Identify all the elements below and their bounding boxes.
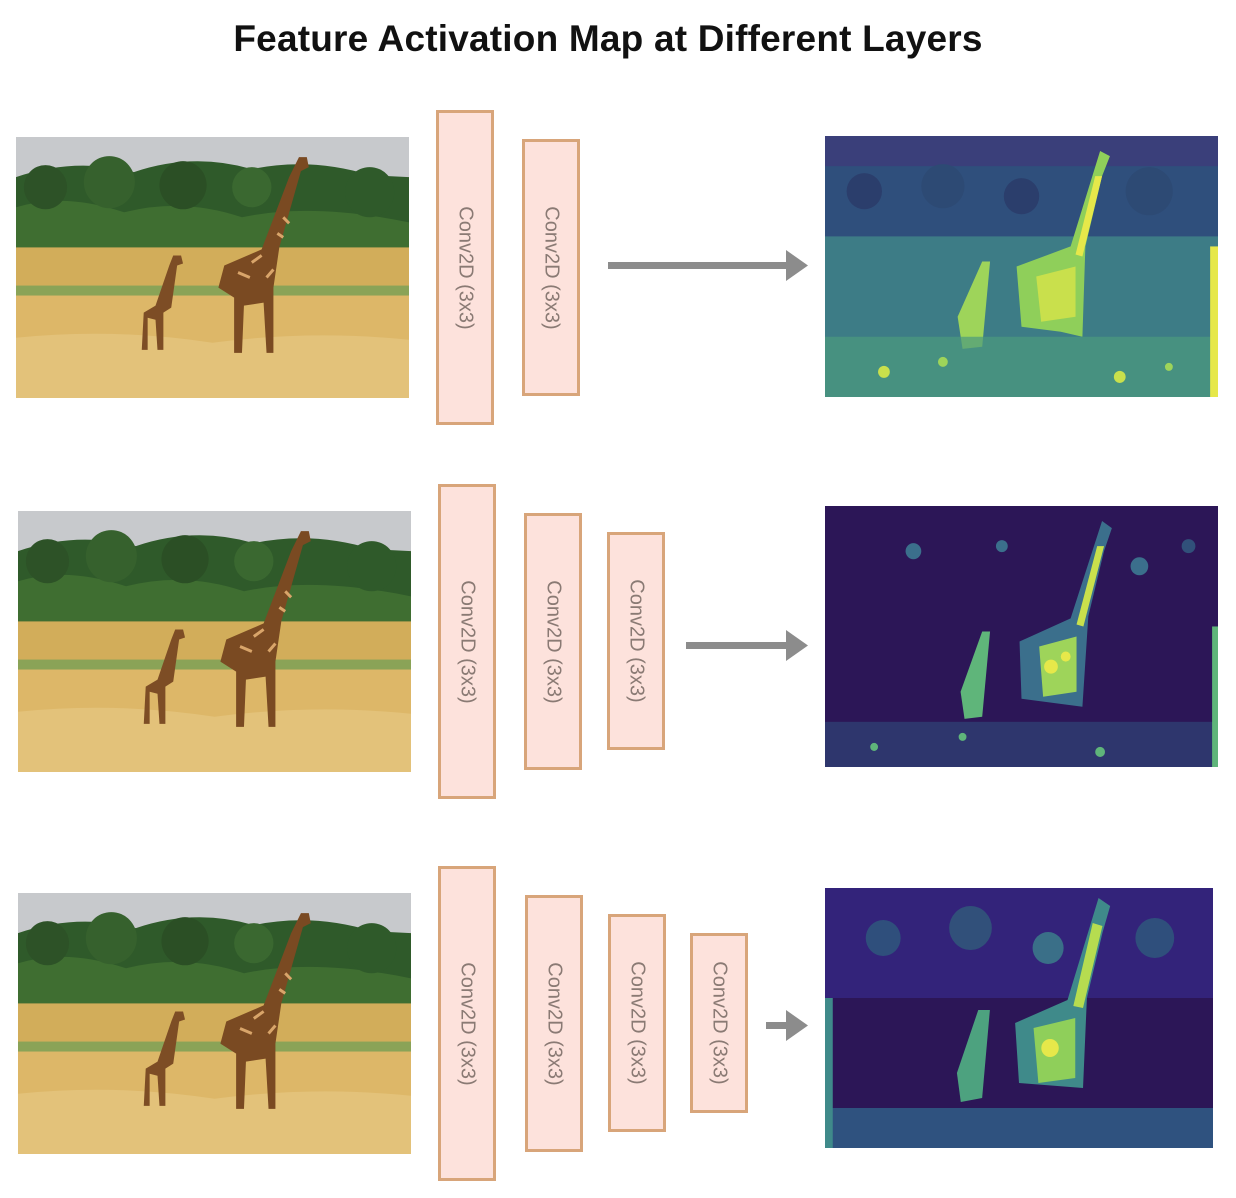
activation-heatmap: [825, 888, 1213, 1148]
conv-layer-row3-2: Conv2D (3x3): [525, 895, 583, 1152]
input-image-row-1: [16, 137, 409, 398]
activation-heatmap: [825, 506, 1218, 767]
conv-layer-label: Conv2D (3x3): [708, 961, 731, 1085]
giraffe-photo: [16, 137, 409, 398]
activation-map-row-3: [825, 888, 1213, 1148]
activation-map-row-1: [825, 136, 1218, 397]
conv-layer-label: Conv2D (3x3): [456, 961, 479, 1086]
conv-layer-row1-1: Conv2D (3x3): [436, 110, 494, 425]
conv-layer-label: Conv2D (3x3): [625, 579, 648, 703]
conv-layer-label: Conv2D (3x3): [542, 579, 565, 704]
right-arrow-icon: [686, 630, 808, 661]
conv-layer-label: Conv2D (3x3): [626, 961, 649, 1085]
conv-layer-row3-4: Conv2D (3x3): [690, 933, 748, 1113]
conv-layer-row2-2: Conv2D (3x3): [524, 513, 582, 770]
conv-layer-row1-2: Conv2D (3x3): [522, 139, 580, 396]
right-arrow-icon: [608, 250, 808, 281]
input-image-row-2: [18, 511, 411, 772]
conv-layer-row3-3: Conv2D (3x3): [608, 914, 666, 1132]
conv-layer-label: Conv2D (3x3): [456, 579, 479, 704]
conv-layer-row2-3: Conv2D (3x3): [607, 532, 665, 750]
conv-layer-label: Conv2D (3x3): [543, 961, 566, 1086]
right-arrow-icon: [766, 1010, 808, 1041]
giraffe-photo: [18, 511, 411, 772]
conv-layer-row2-1: Conv2D (3x3): [438, 484, 496, 799]
input-image-row-3: [18, 893, 411, 1154]
conv-layer-label: Conv2D (3x3): [540, 205, 563, 330]
activation-heatmap: [825, 136, 1218, 397]
activation-map-row-2: [825, 506, 1218, 767]
diagram-title: Feature Activation Map at Different Laye…: [233, 18, 983, 59]
conv-layer-label: Conv2D (3x3): [454, 205, 477, 330]
conv-layer-row3-1: Conv2D (3x3): [438, 866, 496, 1181]
giraffe-photo: [18, 893, 411, 1154]
